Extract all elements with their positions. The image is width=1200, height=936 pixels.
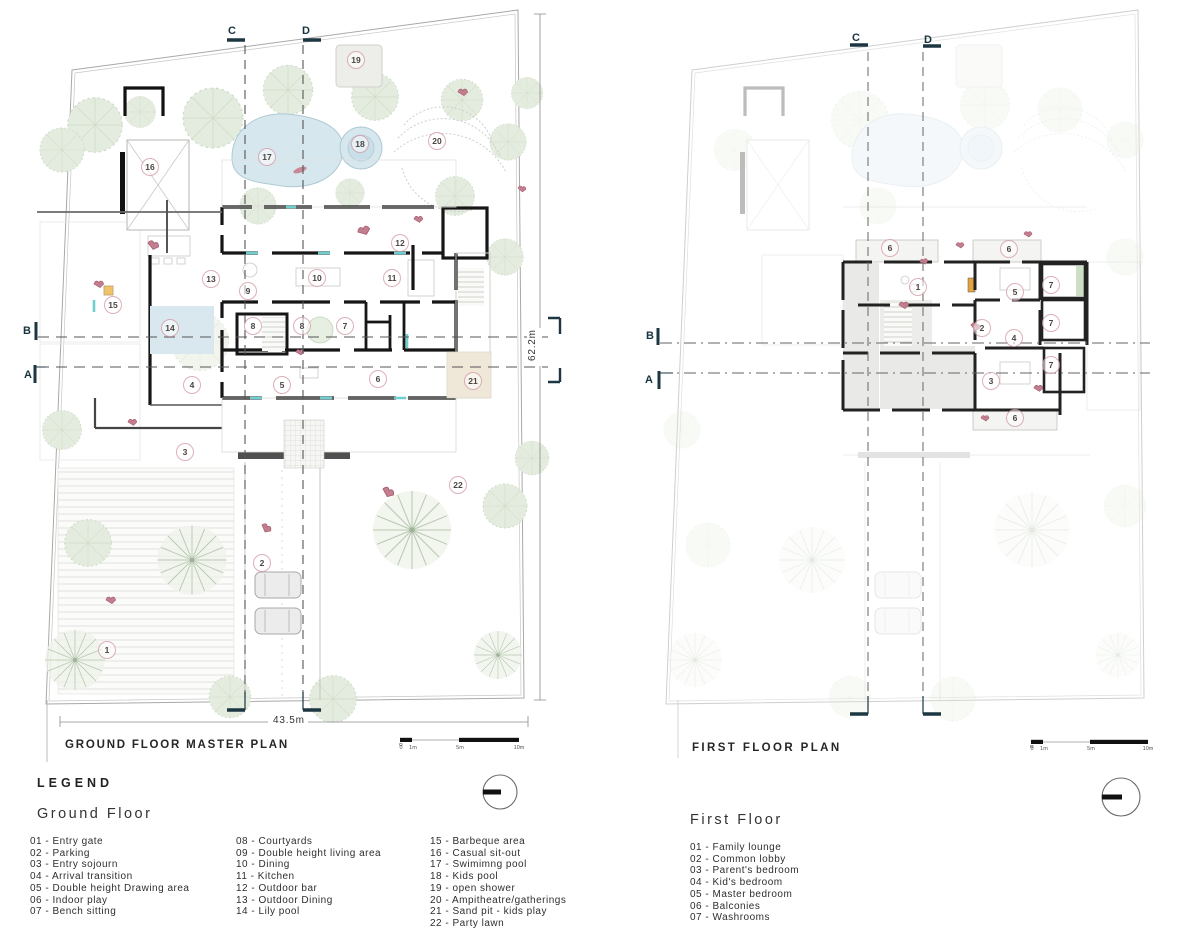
section-lines-right — [656, 43, 1150, 716]
scale-bar-left — [399, 737, 519, 747]
dimensions-left — [59, 13, 546, 727]
first-floor-drawing — [656, 9, 1150, 817]
landscape-left — [39, 43, 550, 723]
ground-building-light — [37, 159, 492, 469]
north-indicator-right — [1101, 777, 1141, 817]
section-lines-left — [33, 38, 562, 712]
scale-bar-right — [1030, 739, 1148, 749]
ground-floor-drawing — [33, 9, 562, 810]
first-building-fills — [843, 239, 1084, 431]
north-indicator-left — [482, 774, 518, 810]
driveway-parking — [244, 462, 321, 700]
site-boundary-left — [45, 9, 525, 705]
site-boundary-right — [665, 9, 1145, 705]
